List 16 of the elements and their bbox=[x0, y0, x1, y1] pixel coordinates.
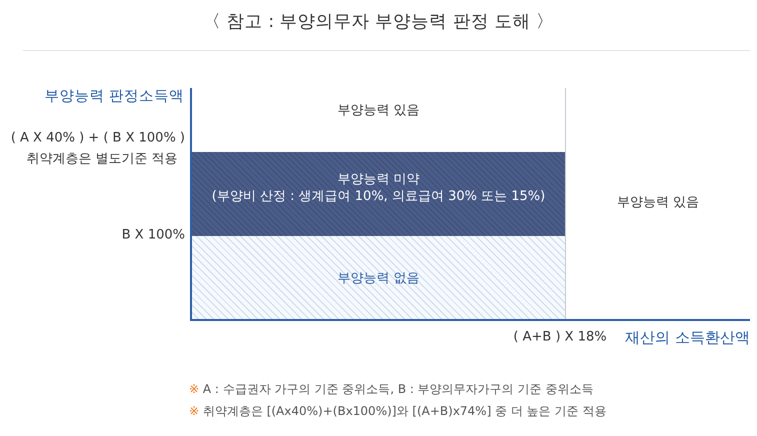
region-label: (부양비 산정 : 생계급여 10%, 의료급여 30% 또는 15%) bbox=[212, 188, 546, 206]
region-label: 부양능력 있음 bbox=[616, 195, 700, 212]
axis-title: 부양능력 판정소득액 bbox=[44, 88, 184, 106]
threshold-label: ( A+B ) X 18% bbox=[513, 330, 607, 346]
hatched-band bbox=[192, 152, 565, 236]
threshold-label: ( A X 40% ) + ( B X 100% ) bbox=[10, 130, 185, 148]
footnote-text: ※ 취약계층은 [(Ax40%)+(Bx100%)]와 [(A+B)x74%] 중 더 높은 기준 적용 bbox=[189, 404, 606, 420]
hatched-band bbox=[192, 236, 565, 319]
axis-title: 재산의 소득환산액 bbox=[625, 328, 750, 348]
note-text: 취약계층은 별도기준 적용 bbox=[26, 152, 178, 168]
footnote-text: ※ A : 수급권자 가구의 기준 중위소득, B : 부양의무자가구의 기준 중위소득 bbox=[189, 382, 594, 398]
diagram-title: 〈 참고 : 부양의무자 부양능력 판정 도해 〉 bbox=[203, 12, 554, 32]
region-label: 부양능력 없음 bbox=[337, 271, 420, 288]
region-label: 부양능력 있음 bbox=[337, 103, 420, 120]
region-label: 부양능력 미약 bbox=[337, 172, 420, 189]
threshold-label: B X 100% bbox=[122, 228, 185, 244]
